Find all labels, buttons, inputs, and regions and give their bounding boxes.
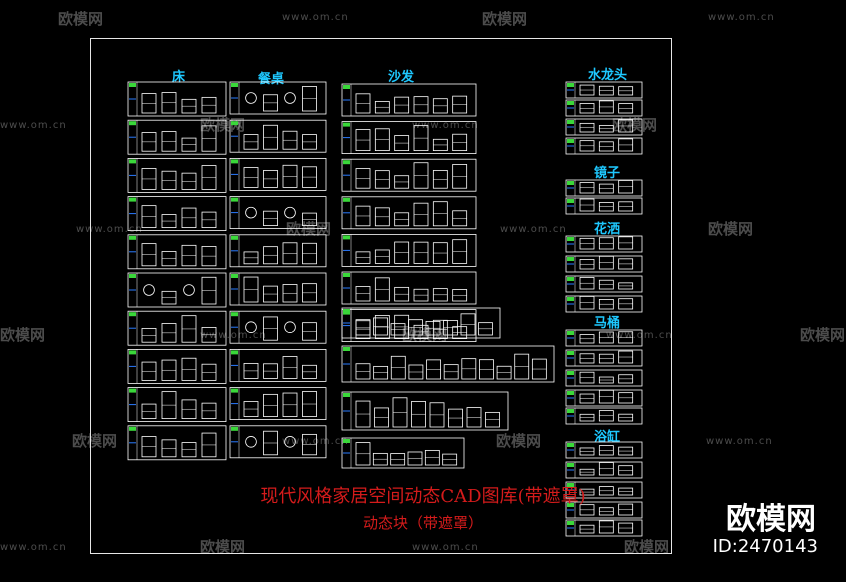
category-shower: 花洒 bbox=[594, 222, 621, 237]
cad-block-panel bbox=[565, 519, 643, 537]
cad-block-panel bbox=[127, 387, 227, 423]
cad-block-panel bbox=[127, 119, 227, 155]
cad-block-panel bbox=[229, 387, 327, 421]
cad-block-panel bbox=[565, 329, 643, 347]
cad-block-panel bbox=[127, 157, 227, 193]
category-bathtub: 浴缸 bbox=[594, 430, 621, 445]
cad-block-panel bbox=[565, 179, 643, 197]
cad-block-panel bbox=[565, 118, 643, 136]
cad-block-panel bbox=[565, 197, 643, 215]
cad-block-panel bbox=[565, 461, 643, 479]
cad-block-panel bbox=[229, 81, 327, 115]
cad-block-panel bbox=[565, 389, 643, 407]
cad-block-panel bbox=[127, 81, 227, 117]
cad-block-panel bbox=[229, 119, 327, 153]
cad-block-panel bbox=[127, 272, 227, 308]
cad-block-panel bbox=[341, 196, 477, 230]
category-sofa: 沙发 bbox=[388, 70, 415, 85]
cad-block-panel bbox=[565, 295, 643, 313]
cad-block-panel bbox=[565, 501, 643, 519]
cad-block-panel bbox=[565, 235, 643, 253]
cad-block-panel bbox=[229, 425, 327, 459]
cad-block-panel bbox=[341, 158, 477, 192]
cad-block-panel bbox=[341, 391, 509, 431]
main-title: 现代风格家居空间动态CAD图库(带遮罩) bbox=[260, 486, 586, 507]
cad-block-panel bbox=[565, 99, 643, 117]
cad-block-panel bbox=[341, 233, 477, 267]
cad-block-panel bbox=[127, 196, 227, 232]
drawing-frame bbox=[90, 38, 672, 554]
cad-block-panel bbox=[565, 349, 643, 367]
corner-id: ID:2470143 bbox=[712, 536, 818, 557]
cad-block-panel bbox=[127, 425, 227, 461]
cad-block-panel bbox=[229, 157, 327, 191]
cad-block-panel bbox=[341, 307, 501, 339]
cad-block-panel bbox=[565, 407, 643, 425]
cad-block-panel bbox=[341, 271, 477, 305]
cad-block-panel bbox=[565, 81, 643, 99]
category-faucet: 水龙头 bbox=[588, 68, 628, 83]
cad-block-panel bbox=[229, 272, 327, 306]
cad-block-panel bbox=[229, 310, 327, 344]
cad-block-panel bbox=[341, 83, 477, 117]
cad-block-panel bbox=[229, 234, 327, 268]
cad-block-panel bbox=[229, 196, 327, 230]
sub-title: 动态块（带遮罩） bbox=[362, 514, 483, 532]
cad-block-panel bbox=[341, 345, 555, 383]
cad-block-panel bbox=[565, 275, 643, 293]
cad-block-panel bbox=[565, 441, 643, 459]
cad-block-panel bbox=[127, 310, 227, 346]
corner-brand-logo: 欧模网 bbox=[726, 502, 816, 537]
cad-block-panel bbox=[341, 437, 465, 469]
category-bed: 床 bbox=[172, 70, 186, 85]
category-mirror: 镜子 bbox=[594, 166, 621, 181]
cad-block-panel bbox=[565, 481, 643, 499]
cad-block-panel bbox=[229, 348, 327, 382]
cad-block-panel bbox=[127, 348, 227, 384]
cad-block-panel bbox=[565, 137, 643, 155]
category-toilet: 马桶 bbox=[594, 316, 621, 331]
cad-block-panel bbox=[565, 255, 643, 273]
category-dining: 餐桌 bbox=[258, 72, 285, 87]
cad-block-panel bbox=[127, 234, 227, 270]
cad-block-panel bbox=[565, 369, 643, 387]
cad-block-panel bbox=[341, 121, 477, 154]
cad-block-panel bbox=[341, 309, 477, 343]
